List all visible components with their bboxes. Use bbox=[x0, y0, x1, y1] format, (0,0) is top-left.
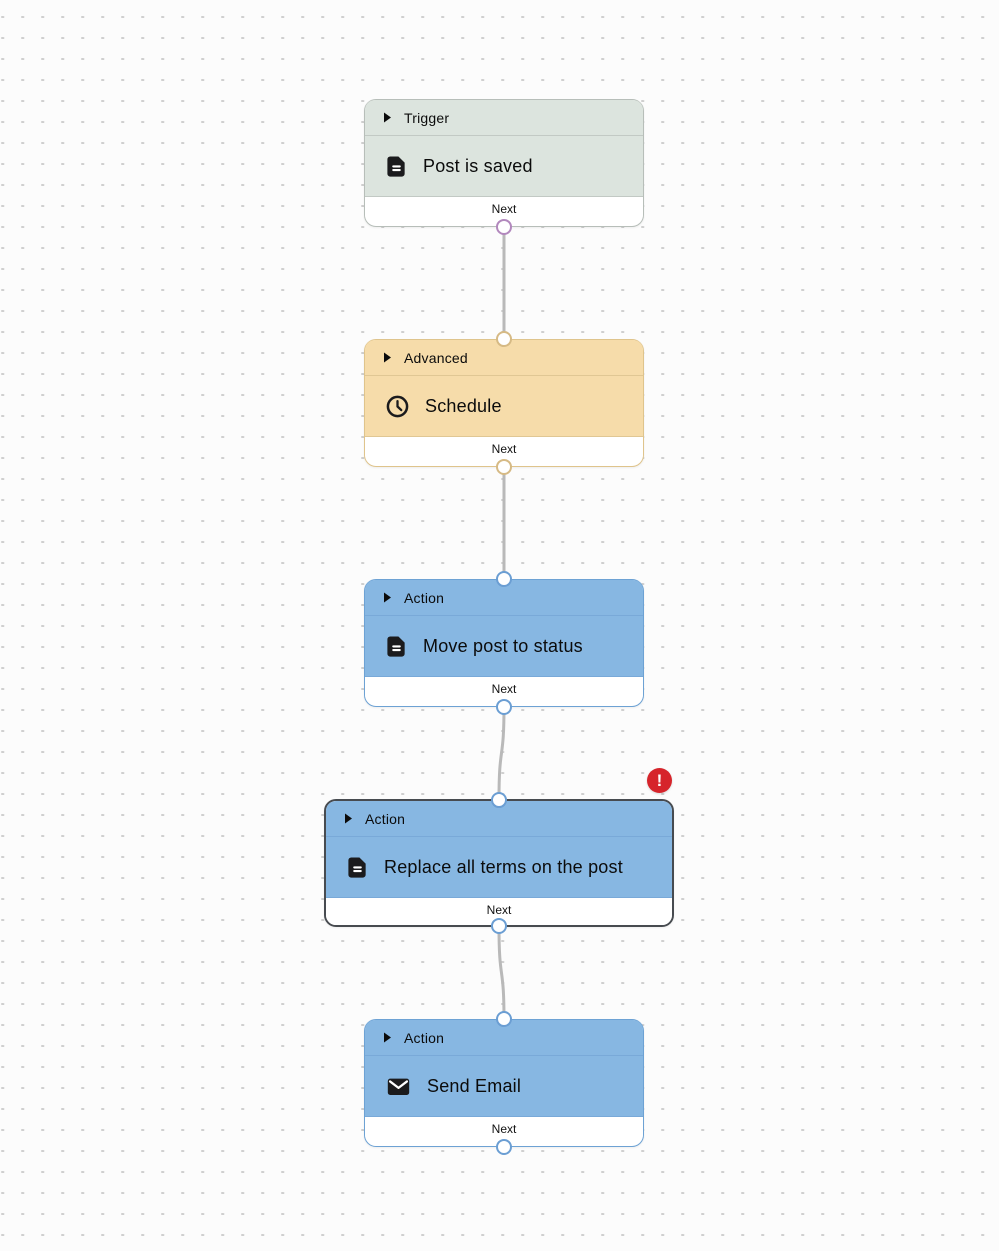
input-port[interactable] bbox=[496, 1011, 512, 1028]
input-port[interactable] bbox=[496, 571, 512, 588]
document-icon bbox=[385, 635, 408, 658]
output-port[interactable] bbox=[491, 917, 507, 934]
envelope-icon bbox=[385, 1073, 412, 1100]
node-category-label: Action bbox=[365, 810, 406, 827]
output-port[interactable] bbox=[496, 1138, 512, 1155]
document-icon bbox=[346, 856, 369, 879]
node-title: Post is saved bbox=[423, 155, 533, 176]
error-exclamation: ! bbox=[656, 771, 663, 790]
collapse-triangle-icon[interactable] bbox=[383, 352, 392, 363]
node-action-move-post-to-status[interactable]: Action Move post to status Next bbox=[364, 571, 644, 715]
error-badge[interactable]: ! bbox=[647, 768, 672, 793]
node-action-replace-all-terms[interactable]: ! Action Replace all terms on the post N… bbox=[324, 768, 674, 934]
node-advanced-schedule[interactable]: Advanced Schedule Next bbox=[364, 331, 644, 475]
output-port[interactable] bbox=[496, 458, 512, 475]
input-port[interactable] bbox=[496, 331, 512, 348]
node-body[interactable]: Replace all terms on the post bbox=[326, 837, 672, 898]
node-title: Schedule bbox=[425, 395, 502, 416]
next-label: Next bbox=[491, 442, 517, 456]
output-port[interactable] bbox=[496, 218, 512, 235]
next-label: Next bbox=[491, 682, 517, 696]
output-port[interactable] bbox=[496, 698, 512, 715]
node-category-label: Action bbox=[404, 1029, 445, 1046]
node-title: Replace all terms on the post bbox=[384, 856, 623, 877]
collapse-triangle-icon[interactable] bbox=[383, 592, 392, 603]
next-label: Next bbox=[491, 202, 517, 216]
node-title: Send Email bbox=[427, 1075, 522, 1096]
node-trigger-post-is-saved[interactable]: Trigger Post is saved Next bbox=[364, 99, 644, 235]
node-action-send-email[interactable]: Action Send Email Next bbox=[364, 1011, 644, 1155]
node-body[interactable]: Move post to status bbox=[365, 616, 643, 677]
node-category-label: Advanced bbox=[404, 349, 468, 366]
document-icon bbox=[385, 155, 408, 178]
input-port[interactable] bbox=[491, 792, 507, 809]
next-label: Next bbox=[491, 1122, 517, 1136]
clock-icon bbox=[385, 394, 410, 419]
node-title: Move post to status bbox=[423, 635, 583, 656]
node-header: Trigger bbox=[365, 100, 643, 136]
collapse-triangle-icon[interactable] bbox=[344, 813, 353, 824]
node-category-label: Action bbox=[404, 589, 445, 606]
collapse-triangle-icon[interactable] bbox=[383, 112, 392, 123]
node-category-label: Trigger bbox=[404, 109, 450, 126]
next-label: Next bbox=[486, 903, 512, 917]
node-body[interactable]: Post is saved bbox=[365, 136, 643, 197]
node-body[interactable]: Schedule bbox=[365, 376, 643, 437]
collapse-triangle-icon[interactable] bbox=[383, 1032, 392, 1043]
node-body[interactable]: Send Email bbox=[365, 1056, 643, 1117]
